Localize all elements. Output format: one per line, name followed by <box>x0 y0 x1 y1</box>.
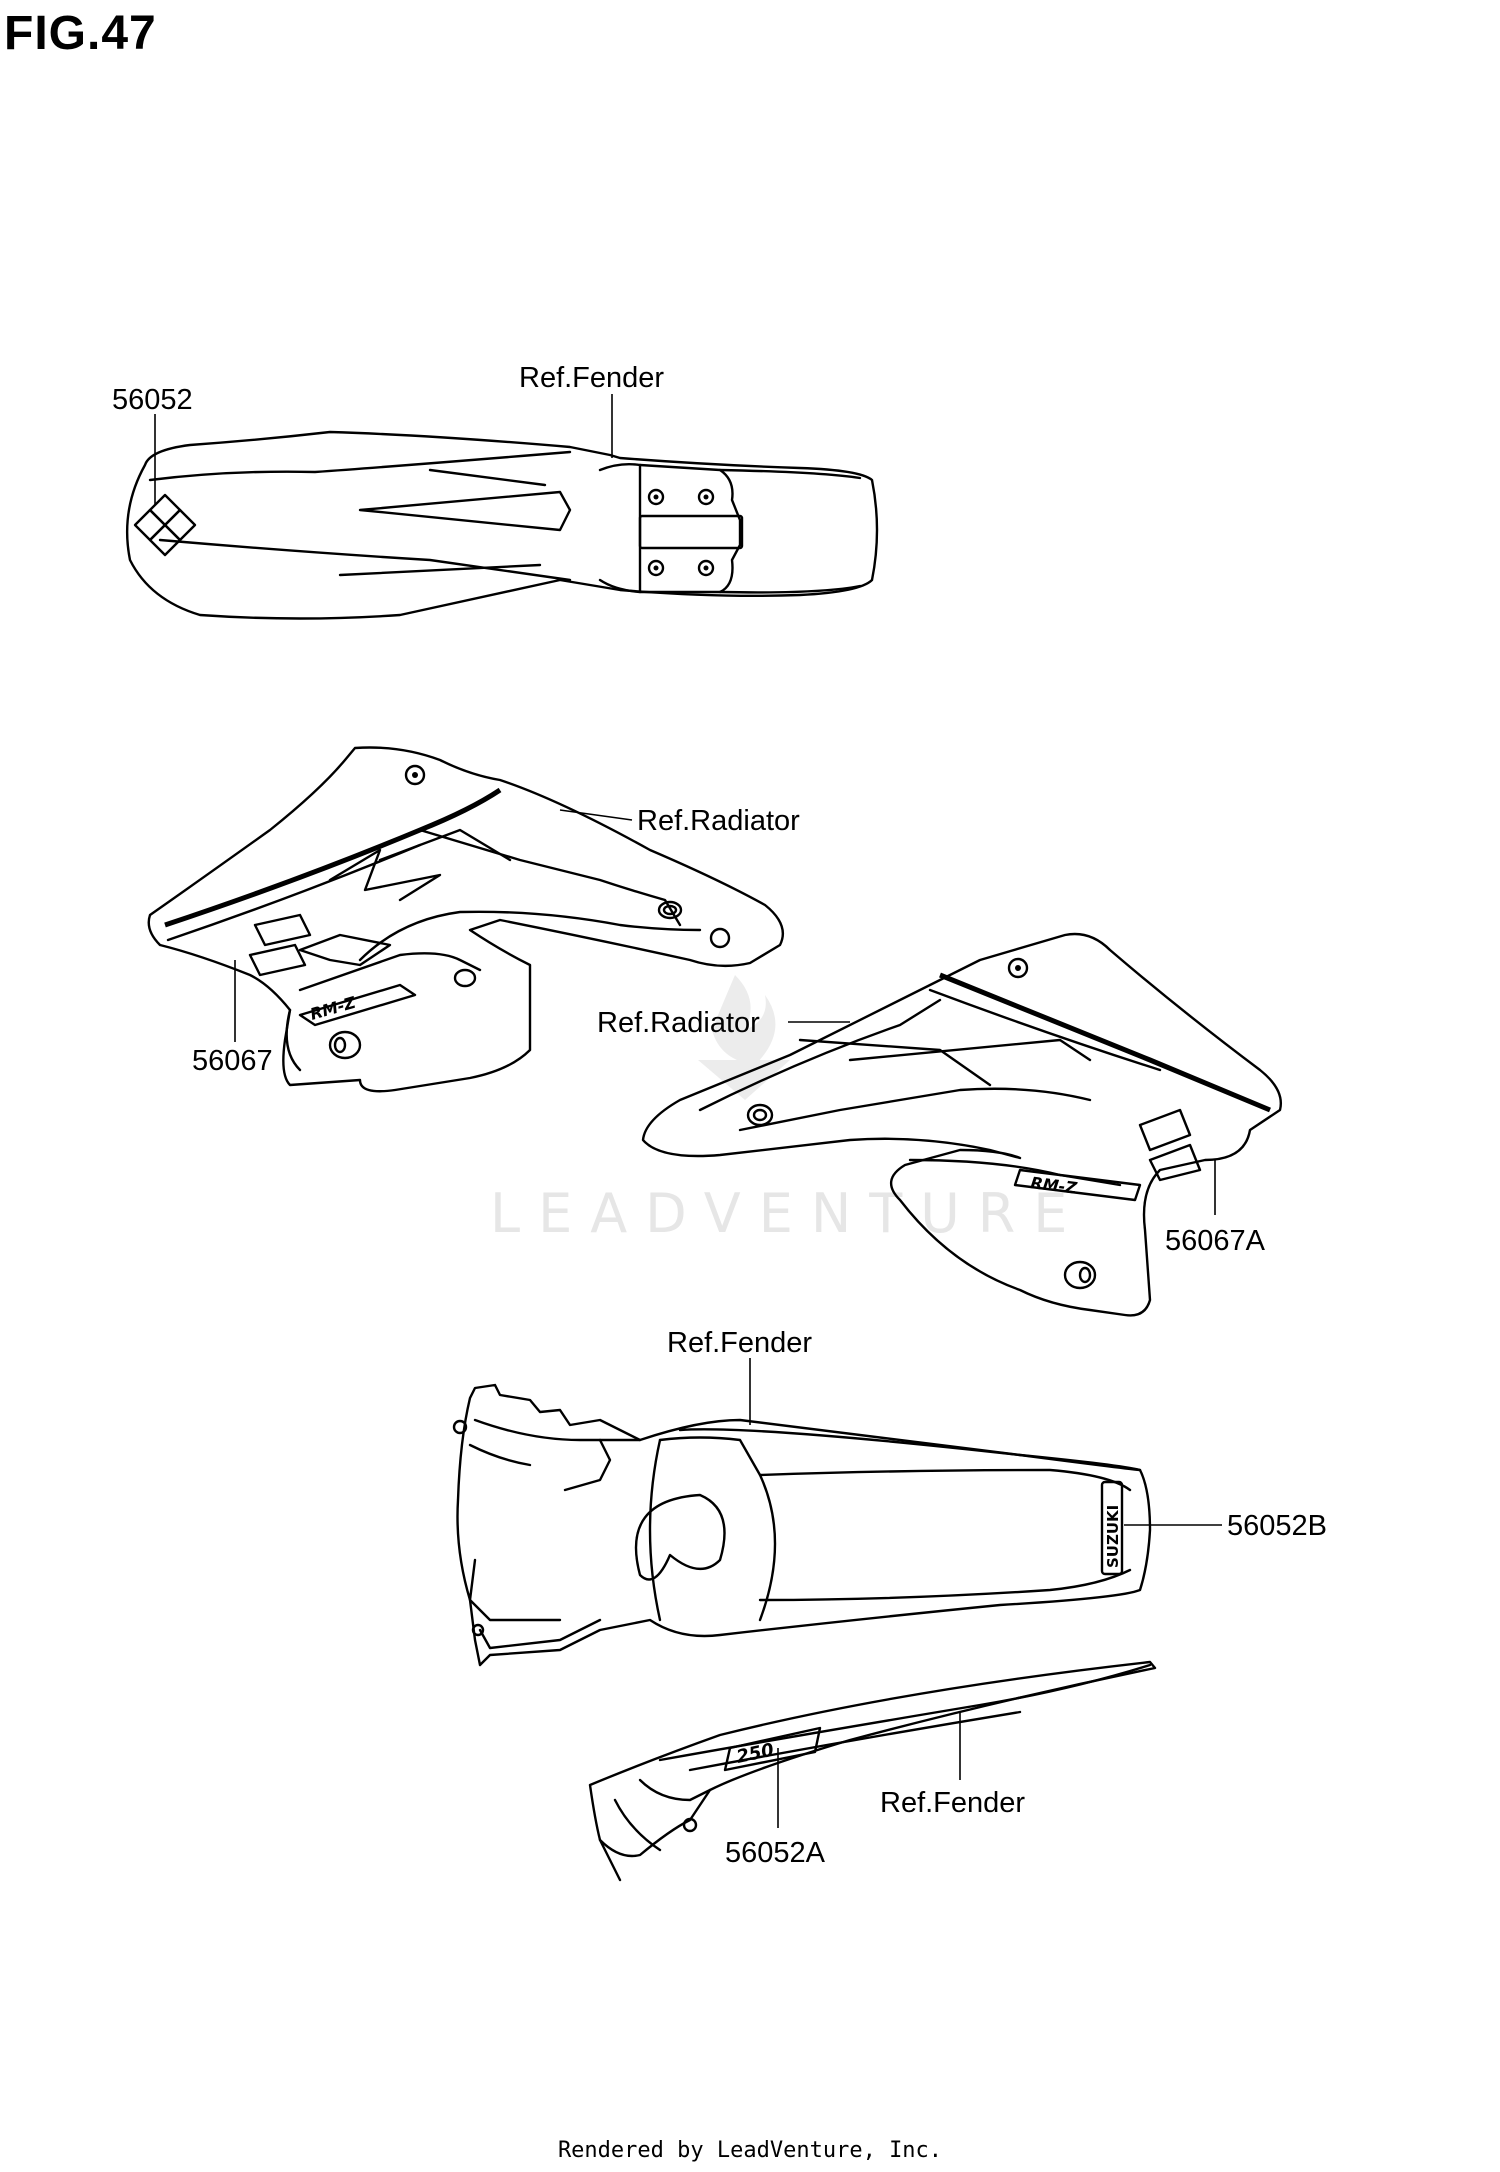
suzuki-s-decal-left <box>248 913 312 977</box>
label-56052A: 56052A <box>725 1837 826 1869</box>
right-radiator-shroud: RM-Z <box>641 932 1282 1317</box>
watermark: LEADVENTURE <box>490 975 1085 1245</box>
label-56067: 56067 <box>192 1045 273 1077</box>
rear-fender: SUZUKI <box>452 1383 1152 1667</box>
label-left-shroud-ref: Ref.Radiator <box>637 805 800 837</box>
label-side-fender-ref: Ref.Fender <box>880 1787 1025 1819</box>
figure-title: FIG.47 <box>4 7 157 60</box>
left-radiator-shroud: RM-Z <box>147 746 785 1093</box>
leader-left-shroud-ref <box>559 809 633 821</box>
250-decal-side-text: 250 <box>735 1740 776 1768</box>
suzuki-s-logo-decal <box>133 493 197 557</box>
footer-credit: Rendered by LeadVenture, Inc. <box>557 2138 943 2163</box>
label-front-fender-ref: Ref.Fender <box>519 362 664 394</box>
label-56052: 56052 <box>112 384 193 416</box>
label-56052B: 56052B <box>1227 1510 1327 1542</box>
rmz-decal-left: RM-Z <box>298 983 417 1027</box>
suzuki-s-decal-right <box>1138 1108 1202 1182</box>
suzuki-decal-rear: SUZUKI <box>1100 1480 1124 1576</box>
side-fender-section: 250 <box>588 1660 1157 1882</box>
watermark-text: LEADVENTURE <box>490 1182 1085 1245</box>
label-rear-fender-ref: Ref.Fender <box>667 1327 812 1359</box>
label-56067A: 56067A <box>1165 1225 1266 1257</box>
suzuki-decal-rear-text: SUZUKI <box>1104 1505 1122 1568</box>
label-right-shroud-ref: Ref.Radiator <box>597 1007 760 1039</box>
front-fender <box>125 430 879 620</box>
